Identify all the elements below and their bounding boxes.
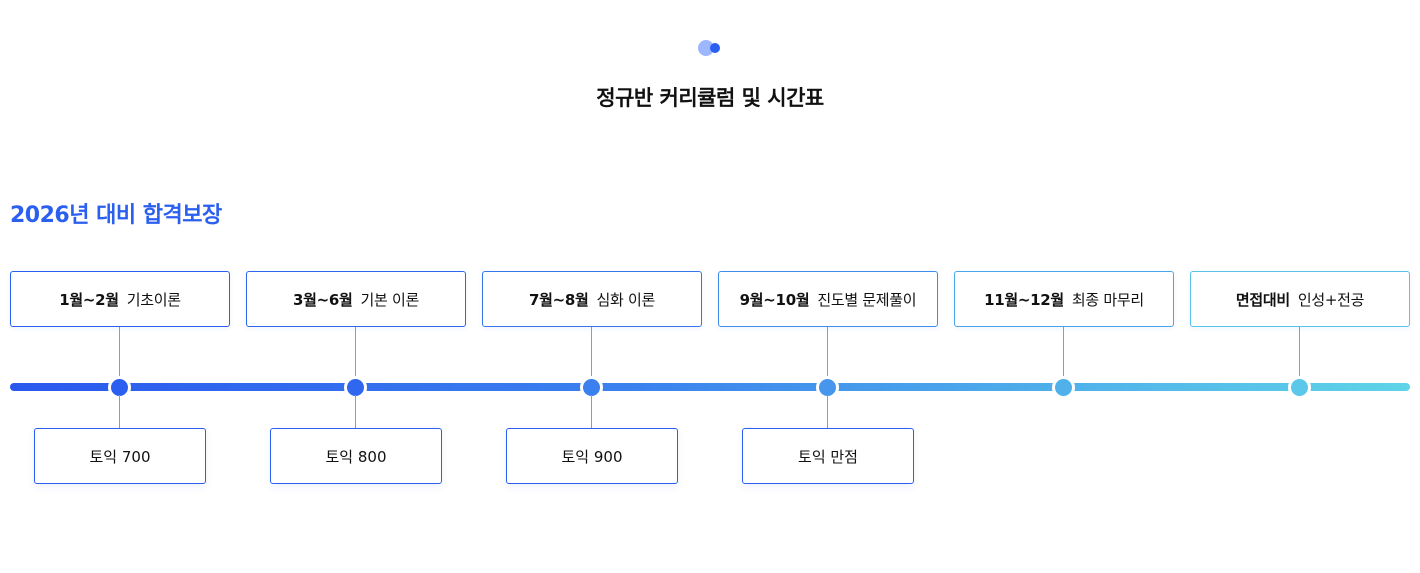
connector-line [591, 327, 592, 383]
stage-month: 면접대비 [1235, 290, 1290, 309]
dot-dark [710, 43, 720, 53]
connector-line [119, 327, 120, 383]
stage-month: 11월~12월 [984, 290, 1064, 309]
stage-card: 9월~10월 진도별 문제풀이 [718, 271, 938, 327]
section-subtitle: 2026년 대비 합격보장 [10, 203, 222, 228]
stage-month: 7월~8월 [528, 290, 589, 309]
stage-topic: 심화 이론 [596, 290, 656, 309]
timeline-node [1052, 376, 1075, 399]
timeline-stage: 11월~12월 최종 마무리 [954, 271, 1174, 486]
stage-card: 3월~6월 기본 이론 [246, 271, 466, 327]
stage-topic: 기본 이론 [360, 290, 420, 309]
stage-month: 3월~6월 [292, 290, 353, 309]
goal-card: 토익 800 [270, 428, 442, 484]
connector-line [355, 395, 356, 428]
logo-dots [698, 40, 722, 56]
timeline-node [1288, 376, 1311, 399]
timeline-bar [10, 383, 1410, 391]
stage-month: 1월~2월 [59, 290, 119, 309]
goal-card: 토익 만점 [742, 428, 914, 484]
stage-card: 7월~8월 심화 이론 [482, 271, 702, 327]
goal-card: 토익 700 [34, 428, 206, 484]
connector-line [827, 327, 828, 383]
connector-line [1299, 327, 1300, 383]
stage-card: 면접대비 인성+전공 [1190, 271, 1410, 327]
connector-line [591, 395, 592, 428]
timeline-stage: 면접대비 인성+전공 [1190, 271, 1410, 486]
stage-topic: 인성+전공 [1297, 290, 1365, 309]
goal-card: 토익 900 [506, 428, 678, 484]
connector-line [355, 327, 356, 383]
connector-line [827, 395, 828, 428]
stage-topic: 최종 마무리 [1071, 290, 1144, 309]
connector-line [119, 395, 120, 428]
stage-topic: 기초이론 [126, 290, 181, 309]
page-title: 정규반 커리큘럼 및 시간표 [596, 86, 824, 110]
stage-month: 9월~10월 [739, 290, 810, 309]
stage-card: 1월~2월 기초이론 [10, 271, 230, 327]
stage-card: 11월~12월 최종 마무리 [954, 271, 1174, 327]
connector-line [1063, 327, 1064, 383]
stage-topic: 진도별 문제풀이 [817, 290, 917, 309]
